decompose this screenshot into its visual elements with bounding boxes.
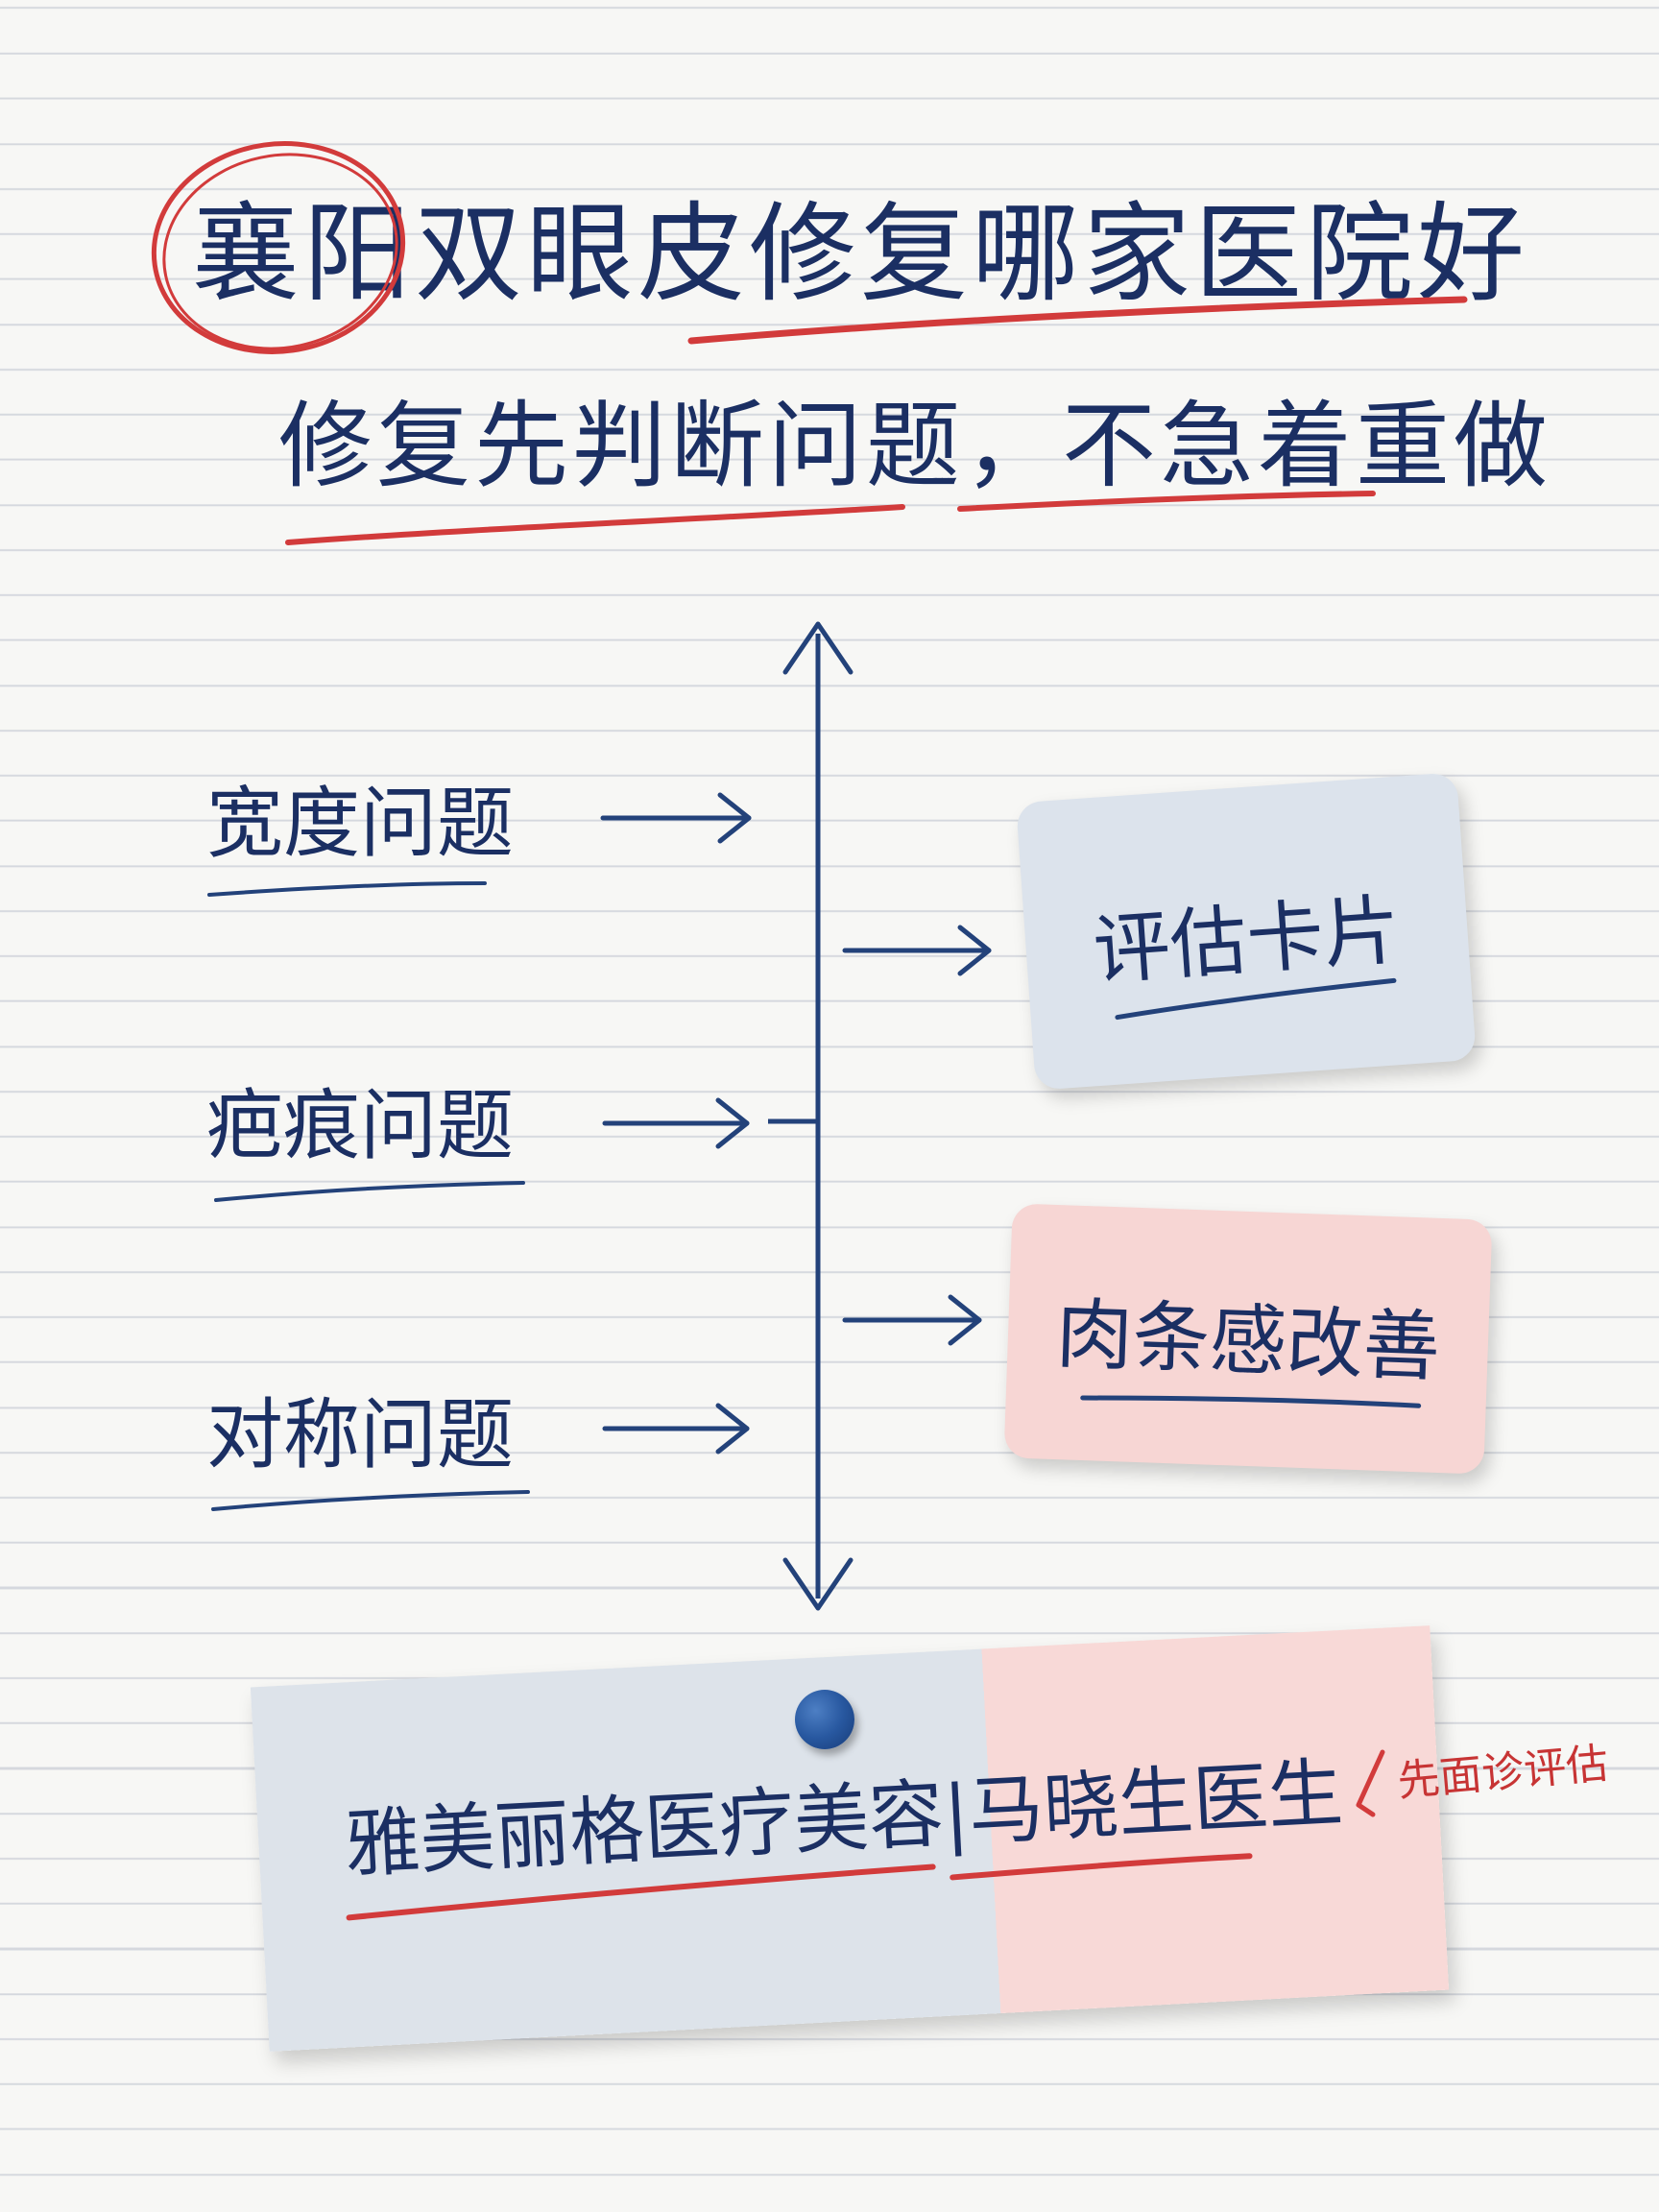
problem-arrow-scar — [602, 1097, 750, 1149]
underline-symmetry — [211, 1490, 530, 1511]
title-underline — [687, 296, 1468, 345]
title-highlight: 襄阳 — [192, 192, 415, 317]
page-subtitle: 修复先判断问题，不急着重做 — [278, 389, 1551, 504]
output-arrow-assessment — [842, 925, 992, 976]
axis-arrow-top — [782, 621, 854, 675]
subtitle-part-1: 修复先判断问题， — [278, 392, 1063, 501]
axis-arrow-bottom — [782, 1557, 854, 1611]
assessment-card: 评估卡片 — [1016, 772, 1477, 1091]
title-highlight-circle-2 — [162, 153, 398, 350]
problem-label-scar: 疤痕问题 — [206, 1081, 514, 1170]
title-block: 襄阳双眼皮修复哪家医院好 — [134, 154, 1555, 365]
subtitle-part-2: 不急着重做 — [1062, 392, 1552, 501]
improvement-card-underline — [1080, 1395, 1422, 1408]
output-arrow-improvement — [842, 1294, 982, 1346]
underline-width — [207, 881, 487, 897]
problem-arrow-width — [600, 792, 752, 844]
problem-arrow-symmetry — [602, 1403, 750, 1455]
pinned-note: 雅美丽格医疗美容|马晓生医生 — [250, 1625, 1450, 2052]
page-title: 襄阳双眼皮修复哪家医院好 — [192, 192, 1528, 317]
push-pin-icon — [795, 1690, 854, 1749]
improvement-card: 肉条感改善 — [1003, 1203, 1493, 1475]
assessment-card-underline — [1115, 977, 1397, 1021]
underline-scar — [214, 1181, 525, 1202]
subtitle-underline-2 — [957, 491, 1376, 512]
title-highlight-circle — [151, 141, 406, 354]
problem-label-symmetry: 对称问题 — [206, 1390, 514, 1479]
subtitle-underline-1 — [285, 504, 905, 545]
problem-label-width: 宽度问题 — [206, 779, 514, 868]
note-underlines — [346, 1853, 1253, 1921]
title-rest: 双眼皮修复哪家医院好 — [415, 192, 1528, 317]
